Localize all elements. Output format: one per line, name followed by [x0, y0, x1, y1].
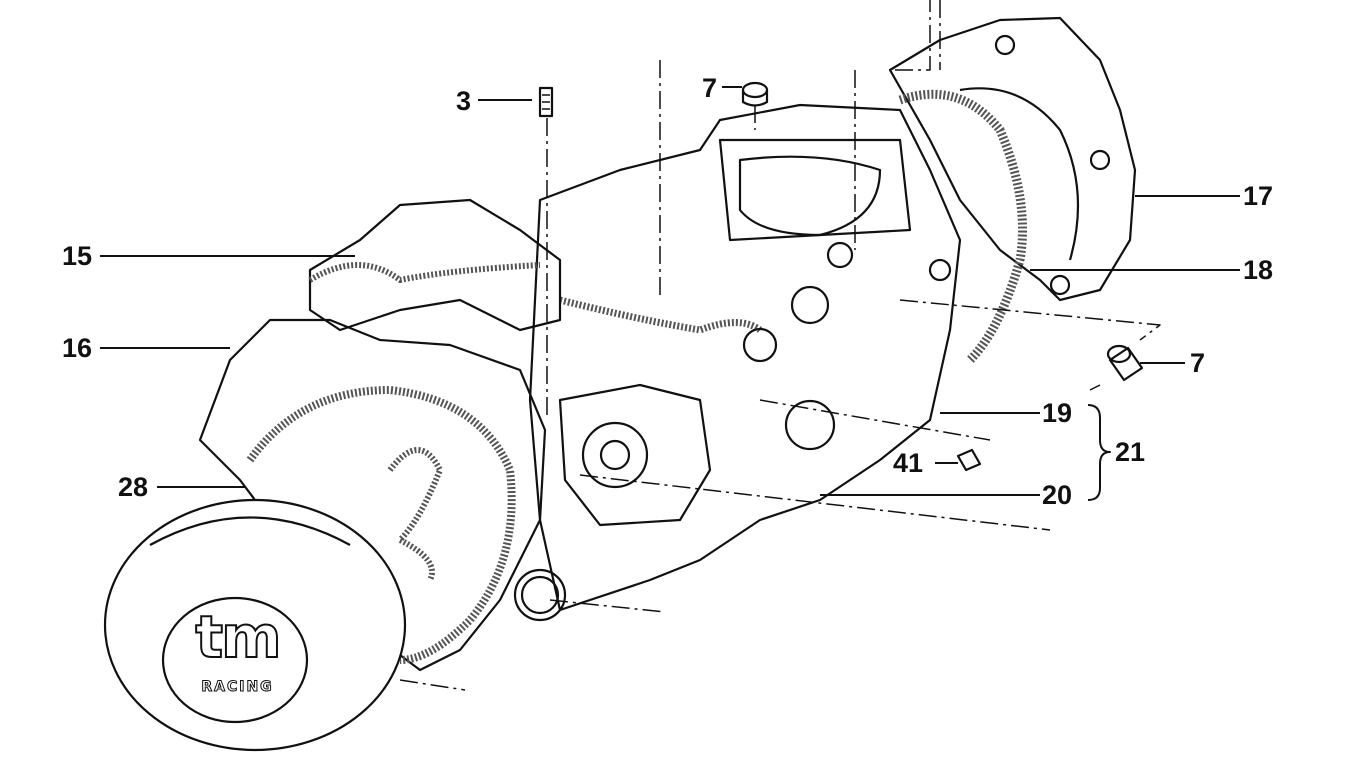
gasket-28 [246, 386, 516, 664]
callout-21: 21 [1115, 437, 1146, 467]
callout-17: 17 [1243, 181, 1274, 211]
clutch-cover-15 [308, 198, 562, 332]
callout-16: 16 [62, 333, 93, 363]
callout-7-right: 7 [1190, 348, 1206, 378]
stator-cover [103, 498, 407, 752]
main-crankcase [528, 103, 962, 612]
callout-41: 41 [893, 448, 924, 478]
tm-racing-logo: tm RACING [175, 602, 300, 696]
gasket-18 [898, 89, 1027, 364]
callout-19: 19 [1042, 398, 1073, 428]
callout-20: 20 [1042, 480, 1073, 510]
callout-3: 3 [456, 86, 472, 116]
logo-main-text: tm [194, 602, 282, 672]
dowel-7-top [741, 81, 769, 99]
callout-28: 28 [118, 472, 149, 502]
rear-crankcase-17 [888, 16, 1137, 302]
callout-7-top: 7 [702, 73, 718, 103]
brace-21 [1087, 404, 1111, 501]
dowel-7-right [1108, 346, 1144, 382]
dowel-41 [956, 448, 982, 472]
callout-15: 15 [62, 241, 93, 271]
stud-3 [538, 86, 554, 118]
callout-18: 18 [1243, 255, 1274, 285]
logo-sub-text: RACING [201, 679, 274, 696]
